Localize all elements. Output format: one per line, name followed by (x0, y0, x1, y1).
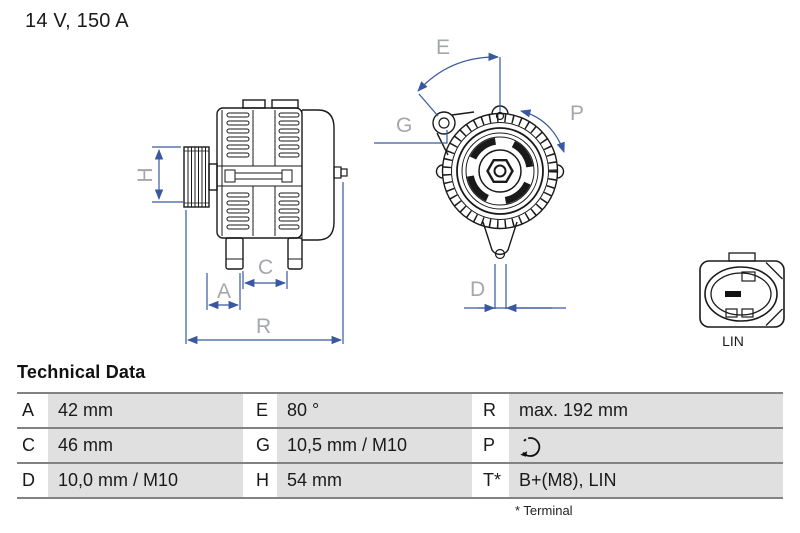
pulley (183, 146, 210, 208)
technical-data-heading: Technical Data (17, 362, 146, 382)
param-value: B+(M8), LIN (509, 464, 783, 497)
param-value: 10,5 mm / M10 (277, 429, 472, 462)
side-view-dimension-labels: H A C R (134, 167, 273, 338)
dimension-label-h: H (134, 167, 157, 182)
param-key: G (243, 429, 277, 462)
right-bump (556, 164, 565, 179)
param-value: 42 mm (48, 394, 243, 427)
stator-segments (466, 137, 534, 205)
terminal-stud (333, 166, 348, 179)
param-key: R (472, 394, 509, 427)
param-key: A (17, 394, 48, 427)
alternator-front-view (432, 105, 565, 260)
dimension-label-p: P (570, 102, 584, 125)
param-value: max. 192 mm (509, 394, 783, 427)
front-view-dimensions (374, 52, 566, 313)
rotation-direction-icon (520, 436, 541, 457)
technical-data-section: Technical Data A 42 mm E 80 ° R max. 192… (17, 362, 783, 518)
param-value: 46 mm (48, 429, 243, 462)
param-key: D (17, 464, 48, 497)
dimension-label-c: C (258, 256, 273, 279)
dimension-label-r: R (256, 315, 271, 338)
mounting-feet (225, 237, 303, 270)
param-key: C (17, 429, 48, 462)
lin-connector-drawing (699, 252, 785, 328)
table-row: D 10,0 mm / M10 H 54 mm T* B+(M8), LIN (17, 464, 783, 499)
cooling-slot-ring (443, 114, 557, 228)
side-view-dimensions (152, 146, 344, 345)
param-value: 54 mm (277, 464, 472, 497)
param-key: E (243, 394, 277, 427)
dimension-label-g: G (396, 114, 412, 137)
bottom-lug-d (482, 221, 518, 260)
table-row: A 42 mm E 80 ° R max. 192 mm (17, 394, 783, 429)
dimension-label-d: D (470, 278, 485, 301)
mounting-lug-g (432, 111, 475, 156)
dimension-label-a: A (217, 280, 231, 303)
terminal-footnote: * Terminal (515, 503, 573, 518)
param-value: 10,0 mm / M10 (48, 464, 243, 497)
dimension-label-e: E (436, 36, 450, 59)
param-key: P (472, 429, 509, 462)
table-row: C 46 mm G 10,5 mm / M10 P (17, 429, 783, 464)
param-key: H (243, 464, 277, 497)
param-value: 80 ° (277, 394, 472, 427)
technical-data-table: A 42 mm E 80 ° R max. 192 mm C 46 mm G 1… (17, 392, 783, 499)
alternator-body (216, 99, 303, 239)
rear-cover (301, 109, 335, 241)
front-view-dimension-labels: E G P D (396, 36, 584, 301)
shaft-hex-nut (486, 158, 514, 184)
param-value (509, 429, 783, 462)
connector-pin (725, 291, 741, 297)
left-bump (435, 164, 444, 179)
pulley-hub (208, 163, 218, 191)
alternator-technical-drawing: H A C R (134, 36, 785, 349)
voltage-amperage-title: 14 V, 150 A (25, 10, 129, 32)
alternator-side-view (183, 99, 348, 270)
param-key: T* (472, 464, 509, 497)
connector-label: LIN (722, 333, 744, 349)
